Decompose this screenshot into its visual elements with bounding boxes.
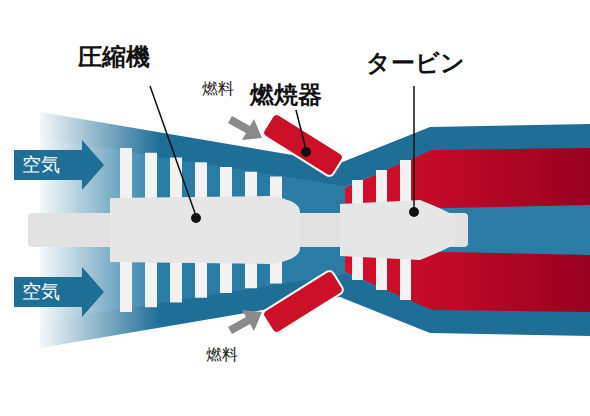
combustor [261,269,344,335]
fuel-label: 燃料 [202,80,234,98]
leader-line [150,86,196,216]
compressor-blade [145,260,157,307]
part-name: 燃焼器 [250,82,322,108]
leader-dot [191,213,201,223]
leader-line [296,110,306,150]
turbine-blade [376,170,387,206]
compressor-blade [120,260,132,312]
leader-line [413,86,415,210]
compressor-blade [120,148,132,200]
compressor-blade [245,260,257,288]
air-arrow [14,140,104,190]
turbine-blade [352,180,363,206]
combustor [261,112,344,178]
compressor-blade [145,153,157,200]
hot-gas [345,148,590,208]
air-label: 空気 [22,281,60,302]
turbine-blade [400,160,411,206]
compressor-blade [245,172,257,200]
compressor-drum [110,196,300,264]
compressor-blade [220,167,232,200]
compressor-blade [195,260,207,298]
fuel-arrow [228,116,262,140]
air-arrow [14,267,104,317]
fuel-arrow [228,310,262,334]
compressor-blade [170,260,182,303]
turbine-blade [376,254,387,290]
turbine-hub [340,200,455,260]
part-name: タービン [366,50,465,76]
compressor-blade [170,158,182,201]
turbine-blade [400,254,411,300]
compressor-blade [220,260,232,293]
leader-dot [301,147,311,157]
air-label: 空気 [22,154,60,175]
hot-gas [345,252,590,312]
leader-dot [409,207,419,217]
turbine-blade [352,254,363,280]
part-name: 圧縮機 [78,44,150,70]
compressor-blade [195,162,207,200]
fuel-label: 燃料 [206,346,238,364]
